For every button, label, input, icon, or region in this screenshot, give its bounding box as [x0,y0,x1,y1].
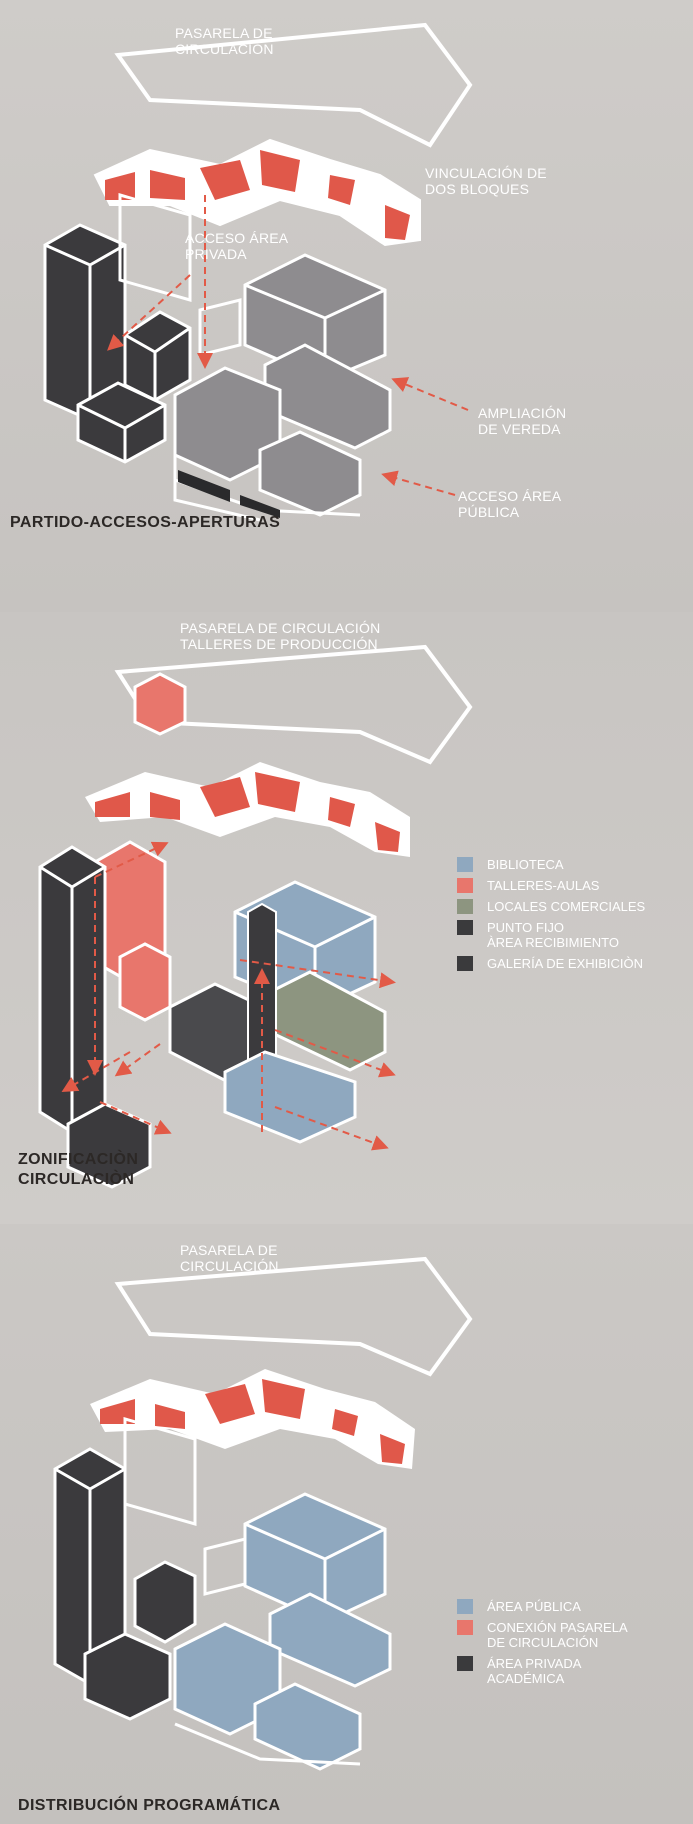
arrow-acceso-publica [381,470,456,496]
legend-swatch [457,920,473,935]
block-publica-upper [243,1492,387,1624]
legend-swatch [457,956,473,971]
legend-item-talleres: TALLERES-AULAS [457,878,645,893]
block-talleres-lower [118,942,172,1022]
panel1-title: PARTIDO-ACCESOS-APERTURAS [10,514,281,531]
axonometric-diagram-1 [43,22,473,522]
axonometric-diagram-3 [53,1256,473,1771]
block-biblioteca-lower [223,1050,357,1144]
legend-swatch [457,1656,473,1671]
legend-swatch [457,899,473,914]
block-grey-lower-right [258,430,362,517]
block-grey-upper [243,253,387,382]
legend-swatch [457,1620,473,1635]
arrow-ampliacion [391,377,469,411]
arrow-acceso-privada-left [107,274,191,351]
legend-swatch [457,878,473,893]
pasarela-band [93,138,421,247]
block-low-dark [76,381,167,464]
axonometric-diagram-2 [38,644,473,1189]
legend-item-biblioteca: BIBLIOTECA [457,857,645,872]
legend-zonificacion: BIBLIOTECA TALLERES-AULAS LOCALES COMERC… [457,857,645,977]
legend-swatch [457,857,473,872]
legend-item-comerciales: LOCALES COMERCIALES [457,899,645,914]
pasarela-red-zones [105,150,410,240]
legend-swatch [457,1599,473,1614]
legend-item-publica: ÁREA PÚBLICA [457,1599,628,1614]
legend-item-galeria: GALERÍA DE EXHIBICIÒN [457,956,645,971]
pasarela-outline [114,22,473,148]
panel3-title: DISTRIBUCIÓN PROGRAMÁTICA [18,1797,281,1814]
